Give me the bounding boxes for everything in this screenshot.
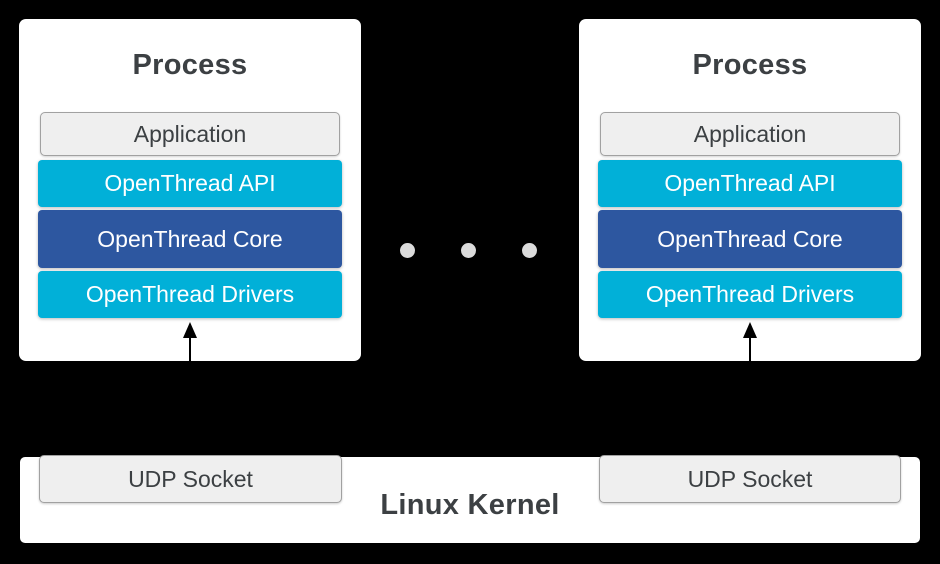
- ellipsis-dot: [522, 242, 537, 258]
- linux-kernel-bar: Linux Kernel UDP Socket UDP Socket: [20, 455, 920, 543]
- openthread-drivers-layer: OpenThread Drivers: [38, 271, 342, 318]
- ellipsis-dot: [400, 242, 415, 258]
- arrow-line: [188, 338, 192, 361]
- application-layer: Application: [40, 112, 340, 156]
- openthread-core-layer: OpenThread Core: [38, 210, 342, 268]
- arrow-up-icon: [182, 322, 198, 361]
- arrow-up-icon: [742, 322, 758, 361]
- openthread-core-layer: OpenThread Core: [598, 210, 902, 268]
- arrow-line: [748, 338, 752, 361]
- udp-socket-left: UDP Socket: [39, 455, 342, 503]
- application-layer: Application: [600, 112, 900, 156]
- ellipsis-dots: [400, 242, 537, 258]
- process-panel-right: Process Application OpenThread API OpenT…: [579, 19, 921, 361]
- process-panel-left: Process Application OpenThread API OpenT…: [19, 19, 361, 361]
- openthread-api-layer: OpenThread API: [38, 160, 342, 207]
- openthread-api-layer: OpenThread API: [598, 160, 902, 207]
- linux-kernel-label: Linux Kernel: [380, 488, 560, 521]
- process-title: Process: [692, 49, 808, 81]
- openthread-drivers-layer: OpenThread Drivers: [598, 271, 902, 318]
- ellipsis-dot: [461, 242, 476, 258]
- udp-socket-right: UDP Socket: [599, 455, 901, 503]
- arrow-head: [743, 322, 757, 338]
- arrow-head: [183, 322, 197, 338]
- process-title: Process: [132, 49, 248, 81]
